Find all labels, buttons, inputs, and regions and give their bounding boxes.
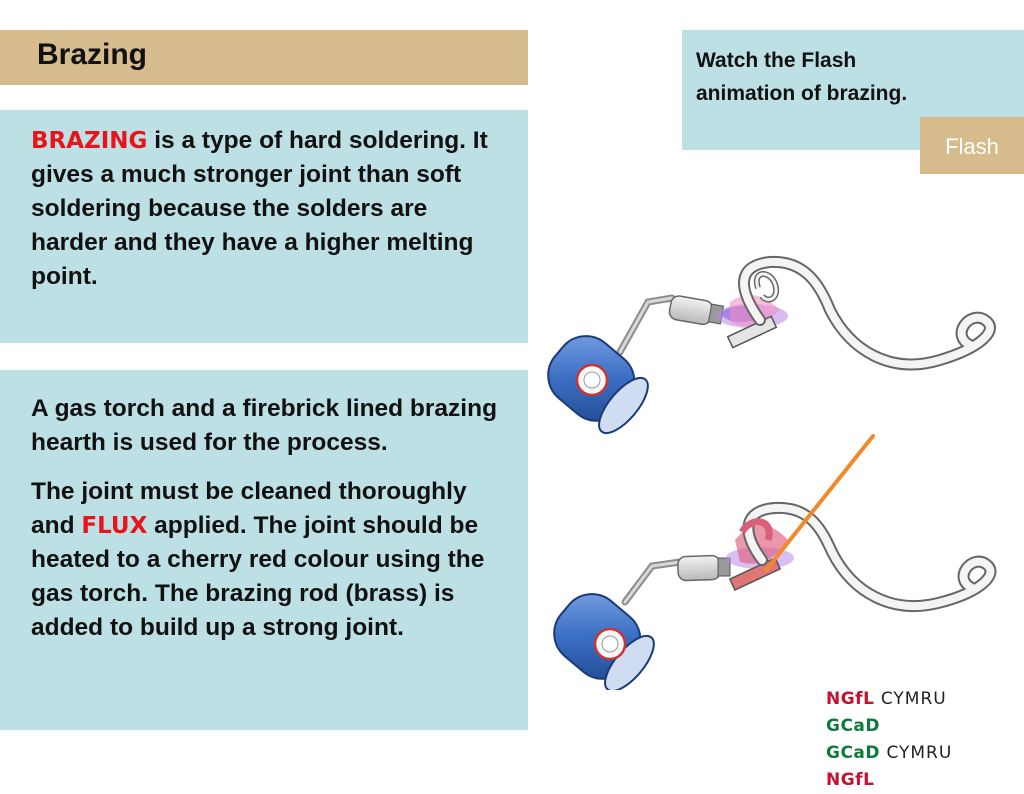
process-text-after: applied. The joint should be heated to a…: [31, 512, 485, 641]
torch-top: [547, 294, 725, 435]
torch-bottom: [553, 554, 731, 690]
watch-line-2: animation of brazing.: [696, 82, 908, 105]
keyword-flux: FLUX: [81, 513, 148, 539]
slide-title: Brazing: [37, 38, 148, 71]
intro-paragraph: BRAZING is a type of hard soldering. It …: [31, 124, 498, 294]
logo-ngfl-2: NGfL: [826, 770, 875, 790]
process-text-before: The joint must be cleaned thoroughly and: [31, 478, 467, 539]
keyword-brazing: BRAZING: [31, 128, 148, 154]
process-paragraph-1: A gas torch and a firebrick lined brazin…: [31, 395, 498, 456]
brazing-rod: [764, 434, 875, 572]
process-paragraph-2: The joint must be cleaned thoroughly and…: [31, 475, 510, 645]
logo-gcad-1: GCaD: [826, 716, 881, 736]
intro-text: is a type of hard soldering. It gives a …: [31, 127, 488, 290]
logo-cymru-2: CYMRU: [886, 743, 953, 763]
logo-ngfl-1: NGfL: [826, 689, 875, 709]
scroll-top: [726, 255, 996, 371]
process-panel: A gas torch and a firebrick lined brazin…: [0, 370, 528, 730]
logo-line-2: GCaD CYMRU NGfL: [826, 740, 1006, 794]
ngfl-cymru-logo: NGfL CYMRU GCaD GCaD CYMRU NGfL: [826, 686, 1006, 794]
intro-panel: BRAZING is a type of hard soldering. It …: [0, 110, 528, 343]
flash-button[interactable]: Flash: [920, 117, 1024, 174]
logo-line-1: NGfL CYMRU GCaD: [826, 686, 1006, 740]
logo-gcad-2: GCaD: [826, 743, 881, 763]
watch-line-1: Watch the Flash: [696, 49, 857, 72]
brazing-illustration: [547, 255, 997, 690]
title-bar: Brazing: [0, 30, 528, 85]
logo-cymru-1: CYMRU: [880, 689, 947, 709]
